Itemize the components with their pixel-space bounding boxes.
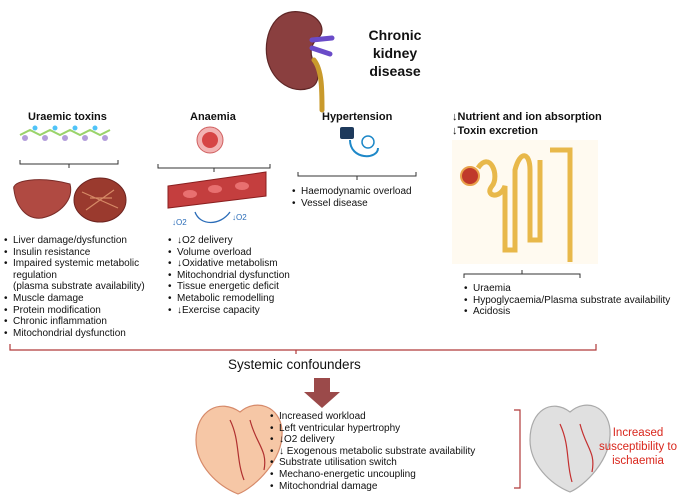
header-hypertension: Hypertension [322,111,393,123]
nephron-icon [452,140,598,264]
header-nutrient-absorption: ↓Nutrient and ion absorption [452,111,602,123]
list-item: Uraemia [464,283,670,295]
list-item: ↓Oxidative metabolism [168,258,290,270]
molecule-chain-icon [19,125,111,141]
heart-effects-list: Increased workload Left ventricular hype… [270,411,475,492]
list-item: ↓Exercise capacity [168,305,290,317]
list-item: Left ventricular hypertrophy [270,423,475,435]
list-item: Mitochondrial damage [270,481,475,493]
list-item: Acidosis [464,306,670,318]
list-item: Chronic inflammation [4,316,163,328]
list-item: Tissue energetic deficit [168,281,290,293]
bracket-uraemic [19,160,119,168]
list-item: Substrate utilisation switch [270,457,475,469]
list-item: Metabolic remodelling [168,293,290,305]
red-blood-cell-icon [196,126,224,154]
list-item: Volume overload [168,247,290,259]
header-anaemia: Anaemia [190,111,236,123]
anaemia-list: ↓O2 delivery Volume overload ↓Oxidative … [168,235,290,316]
liver-icon [13,177,127,223]
blood-vessel-icon [167,171,267,224]
vessel-label-left: ↓O2 [172,218,187,227]
list-item: (plasma substrate availability) [13,281,145,293]
list-item: Liver damage/dysfunction [4,235,163,247]
list-item: Mitochondrial dysfunction [168,270,290,282]
header-uraemic-toxins: Uraemic toxins [28,111,107,123]
hypertension-list: Haemodynamic overload Vessel disease [292,186,412,209]
bracket-hypertension [297,172,417,180]
list-item: Muscle damage [4,293,163,305]
header-toxin-excretion: ↓Toxin excretion [452,125,538,137]
kidney-icon [265,11,335,113]
arrow-down-icon [304,378,340,408]
vessel-label-right: ↓O2 [232,213,247,222]
list-item: Insulin resistance [4,247,163,259]
list-item: ↓ Exogenous metabolic substrate availabi… [270,446,475,458]
uraemic-toxins-list: Liver damage/dysfunction Insulin resista… [4,235,163,339]
nephron-effects-list: Uraemia Hypoglycaemia/Plasma substrate a… [464,283,670,318]
blood-pressure-monitor-icon [340,127,379,158]
list-item: ↓O2 delivery [270,434,475,446]
heart-ischaemic-icon [529,404,611,493]
list-item: Hypoglycaemia/Plasma substrate availabil… [464,295,670,307]
list-item: Impaired systemic metabolic regulation [4,258,163,281]
bracket-confounders [9,344,597,354]
list-item: Increased workload [270,411,475,423]
bracket-nephron [463,270,581,278]
list-item: Mitochondrial dysfunction [4,328,163,340]
outcome-label: Increased susceptibility to ischaemia [599,427,677,467]
list-item: Mechano-energetic uncoupling [270,469,475,481]
list-item: Protein modification [4,305,163,317]
bracket-anaemia [157,164,271,172]
list-item: ↓O2 delivery [168,235,290,247]
list-item: Haemodynamic overload [292,186,412,198]
systemic-confounders-label: Systemic confounders [228,357,361,372]
page-title: Chronic kidney disease [368,27,422,79]
list-item: Vessel disease [292,198,412,210]
